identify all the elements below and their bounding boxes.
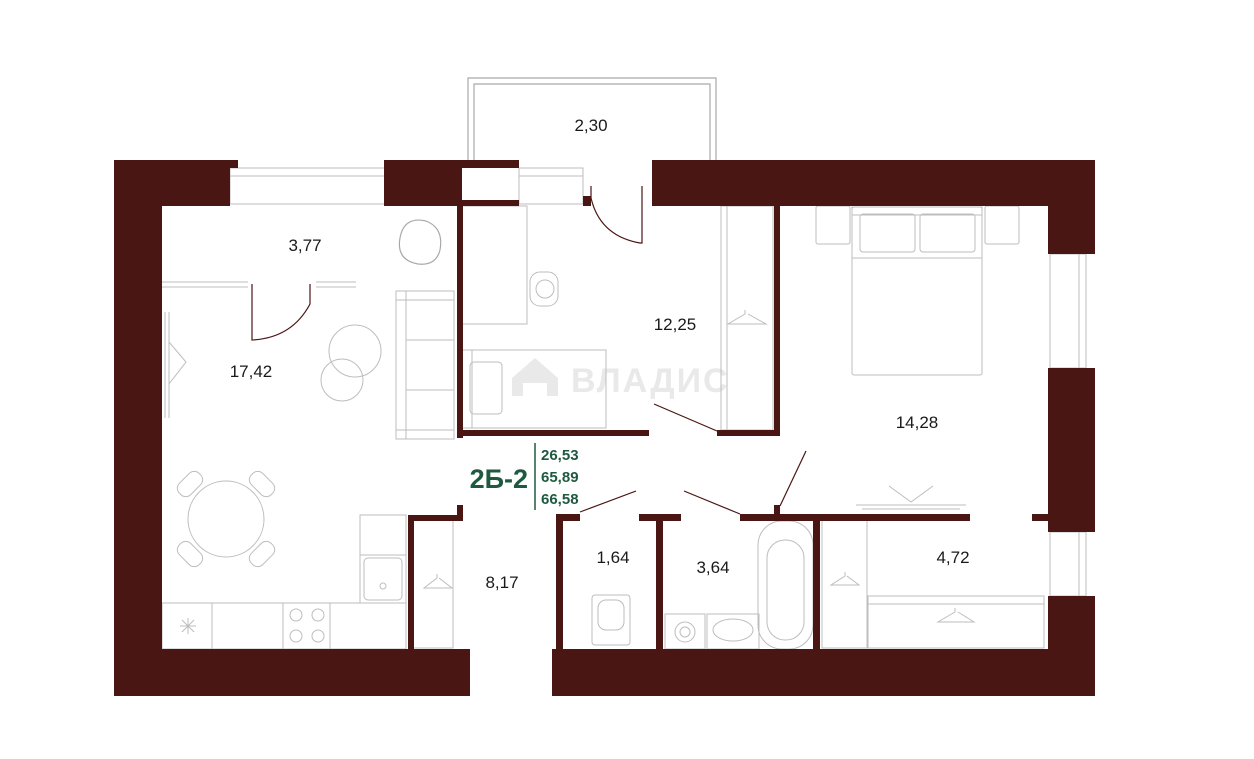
- window-right-top: [1049, 253, 1087, 369]
- room-area-child-room: 12,25: [654, 315, 697, 334]
- room-area-corridor: 8,17: [485, 573, 518, 592]
- sofa: [395, 290, 455, 440]
- window-top-mid: [518, 167, 584, 205]
- wardrobe-rail: [867, 595, 1045, 649]
- unit-code: 2Б-2: [470, 464, 528, 494]
- watermark-text: ВЛАДИС: [571, 362, 730, 400]
- watermark: ВЛАДИС: [512, 358, 730, 400]
- room-labels: 2,30 3,77 17,42 12,25 14,28 8,17 1,64 3,…: [230, 116, 970, 592]
- walls: [114, 160, 1095, 696]
- double-bed: [851, 206, 983, 376]
- kitchen-sink: [363, 557, 403, 601]
- tv-stand: [856, 485, 966, 510]
- hanger-icon: [726, 310, 768, 325]
- hanger-icon: [936, 608, 976, 623]
- room-area-wc: 1,64: [596, 548, 629, 567]
- room-area-balcony: 2,30: [574, 116, 607, 135]
- room-area-wardrobe: 4,72: [936, 548, 969, 567]
- room-area-hall: 3,77: [288, 236, 321, 255]
- furniture: [161, 77, 1087, 650]
- unit-area-total: 65,89: [541, 469, 579, 486]
- washing-machine: [664, 613, 706, 650]
- window-top-left: [229, 167, 391, 205]
- nightstand-right: [984, 205, 1020, 245]
- unit-area-with-balcony: 66,58: [541, 491, 579, 508]
- unit-area-living: 26,53: [541, 447, 579, 464]
- sparkle-icon: [180, 618, 196, 634]
- kitchen-counter: [161, 602, 407, 650]
- hanger-icon: [422, 574, 454, 589]
- desk: [461, 205, 528, 325]
- unit-badge: 2Б-2 26,53 65,89 66,58: [470, 443, 579, 510]
- desk-chair: [529, 271, 559, 307]
- pouf: [398, 219, 442, 265]
- room-area-living-kitchen: 17,42: [230, 362, 273, 381]
- doors: [251, 186, 807, 515]
- nightstand-left: [815, 205, 851, 245]
- toilet: [591, 594, 631, 646]
- room-area-bathroom: 3,64: [696, 558, 729, 577]
- room-area-bedroom: 14,28: [896, 413, 939, 432]
- cooktop: [289, 608, 325, 643]
- hanger-icon: [829, 572, 861, 586]
- dining-table: [187, 480, 265, 558]
- house-logo-icon: [512, 358, 558, 396]
- window-right-bottom: [1049, 531, 1087, 597]
- balcony-outline: [467, 77, 717, 160]
